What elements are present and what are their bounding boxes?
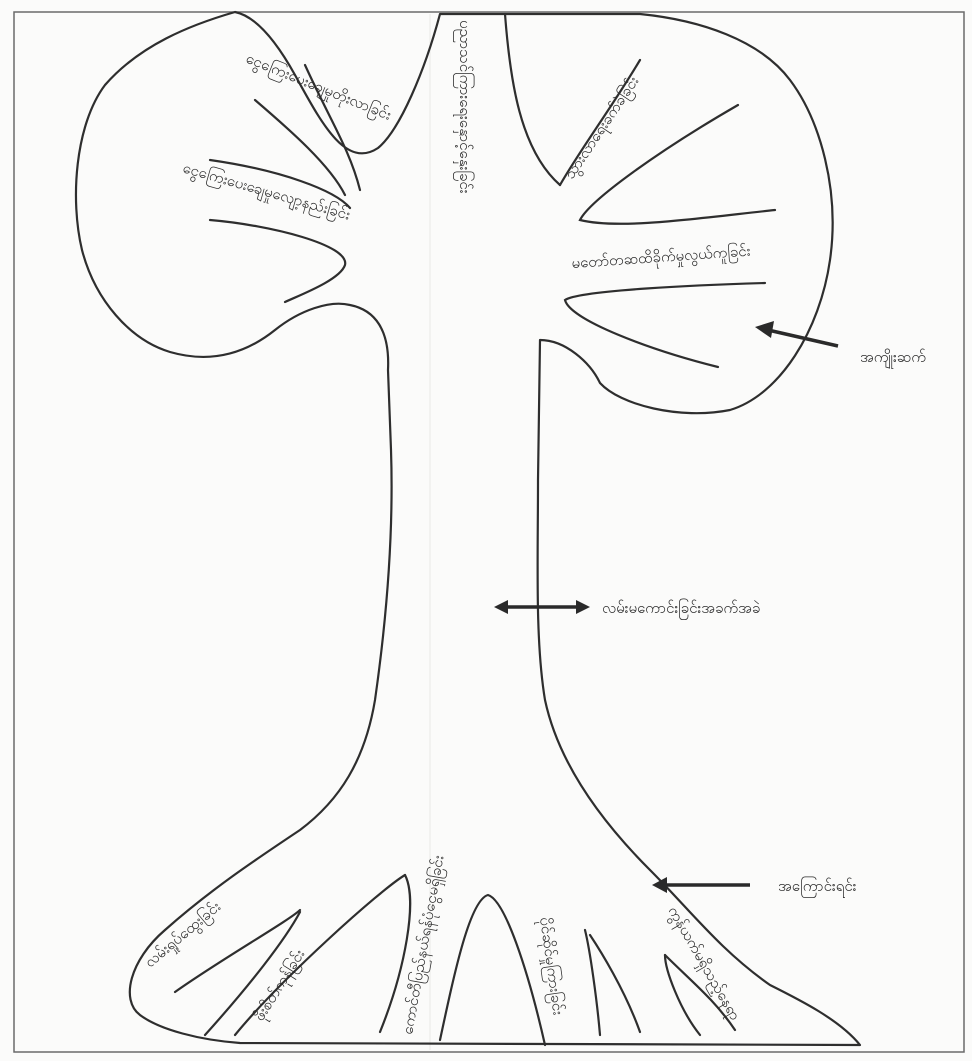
root-label-2: ဖိုးစိတ်ကုန်ခြင်း — [249, 945, 311, 1025]
branch-line — [565, 283, 765, 367]
effect-label: အကျိုးဆက် — [860, 348, 926, 369]
root-line — [440, 895, 545, 1045]
branch-line — [505, 14, 560, 185]
core-problem-label: လမ်းမကောင်းခြင်းအခက်အခဲ — [602, 598, 760, 620]
effect-arrow — [755, 321, 838, 346]
root-label-1: လမ်းရှုပ်ထွေးခြင်း — [140, 897, 226, 974]
leaf-label-top-center: ပညာသင်ကြားရေးနှောင့်နှေးခြင်း — [453, 20, 475, 194]
cause-arrow — [652, 877, 750, 893]
branch-line — [210, 220, 345, 302]
cause-label: အကြောင်းရင်း — [778, 876, 857, 898]
root-label-4: ပိုင်ဆိုင်မှုကြားခြင်း — [533, 916, 569, 1017]
core-problem-double-arrow — [494, 600, 590, 614]
leaf-label-right-lower: မတော်တဆထိခိုက်မှုလွယ်ကူခြင်း — [571, 241, 751, 275]
root-line — [665, 955, 700, 1035]
leaf-label-right-upper: သွားလာရေးခက်ခဲခြင်း — [560, 72, 645, 184]
